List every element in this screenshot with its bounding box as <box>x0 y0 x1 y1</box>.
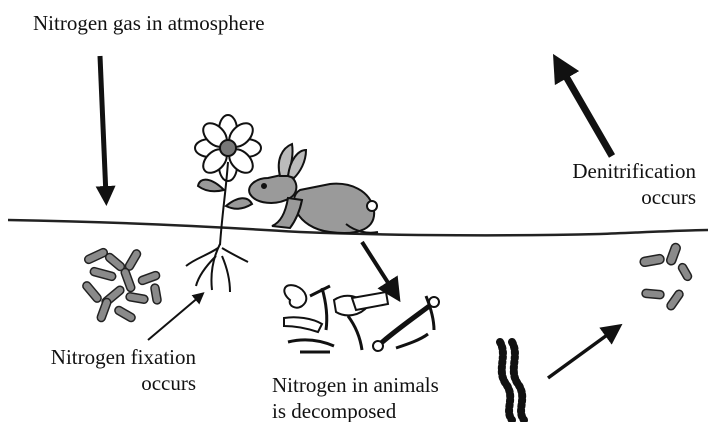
label-denitrification-line1: Denitrification <box>520 158 696 184</box>
earthworm-icon <box>500 342 524 420</box>
label-fixation: Nitrogen fixation occurs <box>8 344 196 396</box>
bones-icon <box>284 285 439 352</box>
label-decomposed-line1: Nitrogen in animals <box>272 372 439 398</box>
label-atmosphere: Nitrogen gas in atmosphere <box>33 10 265 36</box>
label-decomposed: Nitrogen in animals is decomposed <box>272 372 439 422</box>
label-denitrification: Denitrification occurs <box>520 158 696 210</box>
rabbit-icon <box>249 144 378 233</box>
arrow-to-decomposition <box>362 242 394 292</box>
label-denitrification-line2: occurs <box>520 184 696 210</box>
label-decomposed-line2: is decomposed <box>272 398 439 422</box>
label-fixation-line1: Nitrogen fixation <box>8 344 196 370</box>
arrow-denitrification-up <box>560 66 612 156</box>
flower-icon <box>186 115 261 292</box>
label-fixation-line2: occurs <box>8 370 196 396</box>
bacteria-small-icon <box>639 242 692 311</box>
bacteria-cluster-icon <box>81 247 161 323</box>
arrow-worm-to-bacteria <box>548 330 614 378</box>
arrow-atmosphere-down <box>100 56 106 196</box>
